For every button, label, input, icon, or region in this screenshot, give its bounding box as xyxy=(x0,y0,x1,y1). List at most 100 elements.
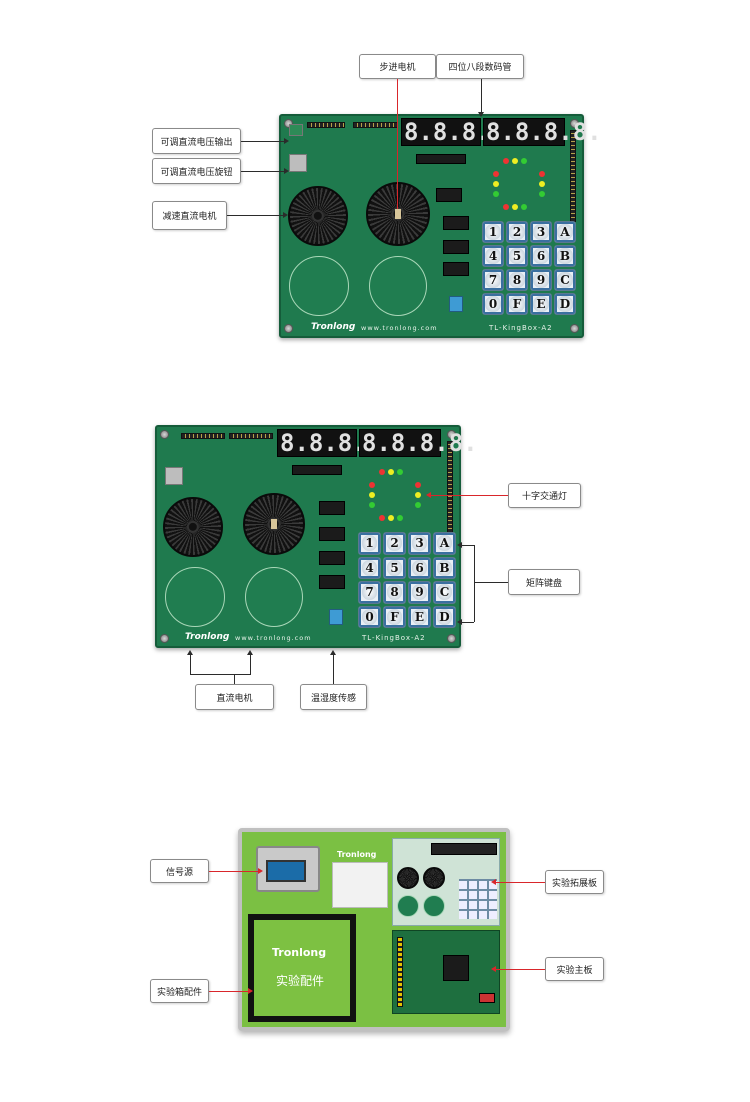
led-red xyxy=(503,158,509,164)
led-green xyxy=(539,191,545,197)
keypad-key: C xyxy=(433,581,456,604)
arrow-icon xyxy=(284,168,289,174)
label-extension-board: 实验拓展板 xyxy=(545,870,604,894)
pin-header xyxy=(307,122,345,128)
keypad-key: 3 xyxy=(530,221,552,243)
led-green xyxy=(493,191,499,197)
pointer-line xyxy=(474,582,508,583)
keypad-key-label: A xyxy=(557,224,573,240)
pointer-line xyxy=(430,495,508,496)
pin-header xyxy=(397,937,403,1007)
keypad-key-label: 7 xyxy=(361,584,378,601)
keypad-key-label: 3 xyxy=(411,535,428,552)
arrow-icon xyxy=(247,650,253,655)
keypad-key-label: 9 xyxy=(533,272,549,288)
ic-chip xyxy=(436,188,462,202)
pointer-line xyxy=(209,991,249,992)
keypad-key: 1 xyxy=(482,221,504,243)
keypad-key: B xyxy=(554,245,576,267)
led-green xyxy=(397,515,403,521)
led-red xyxy=(493,171,499,177)
keypad-key: 9 xyxy=(530,269,552,291)
led-red xyxy=(415,482,421,488)
keypad-key-label: 3 xyxy=(533,224,549,240)
pin-header xyxy=(353,122,398,128)
pointer-line xyxy=(234,674,235,684)
board-model: TL-KingBox-A2 xyxy=(489,324,553,332)
pointer-line xyxy=(397,79,398,209)
keypad-key: 1 xyxy=(358,532,381,555)
dc-motor-pad xyxy=(165,567,225,627)
arrow-icon xyxy=(187,650,193,655)
keypad-key-label: 0 xyxy=(485,296,501,312)
pointer-line xyxy=(474,545,475,622)
arrow-icon xyxy=(457,619,462,625)
keypad-key: 0 xyxy=(358,605,381,628)
keypad-key: 4 xyxy=(482,245,504,267)
pointer-line xyxy=(481,79,482,116)
ic-chip xyxy=(443,216,469,230)
pin-header xyxy=(181,433,225,439)
keypad-key: 0 xyxy=(482,293,504,315)
experiment-case: Tronlong Tronlong 实验配件 xyxy=(238,828,510,1031)
keypad-key: A xyxy=(433,532,456,555)
keypad-key-label: 4 xyxy=(361,559,378,576)
voltage-knob xyxy=(289,154,307,172)
led-green xyxy=(415,502,421,508)
label-stepper-motor: 步进电机 xyxy=(359,54,436,79)
pointer-line xyxy=(190,655,191,665)
screw-icon xyxy=(570,324,579,333)
board-model: TL-KingBox-A2 xyxy=(362,634,426,642)
led-yellow xyxy=(369,492,375,498)
voltage-output-terminal xyxy=(289,124,303,136)
ic-chip xyxy=(292,465,342,475)
screw-icon xyxy=(447,634,456,643)
led-green xyxy=(521,158,527,164)
ic-chip xyxy=(319,575,345,589)
label-adj-voltage-knob: 可调直流电压旋钮 xyxy=(152,158,241,184)
screw-icon xyxy=(284,324,293,333)
gear-motor-icon xyxy=(288,186,348,246)
led-red xyxy=(539,171,545,177)
arrow-icon xyxy=(491,879,496,885)
board-url: www.tronlong.com xyxy=(235,634,312,642)
keypad-key: 8 xyxy=(383,581,406,604)
label-seven-segment: 四位八段数码管 xyxy=(436,54,524,79)
dc-motor-pad xyxy=(369,256,427,316)
keypad-key: 7 xyxy=(358,581,381,604)
keypad-key-label: 2 xyxy=(509,224,525,240)
led-yellow xyxy=(539,181,545,187)
ic-chip xyxy=(319,551,345,565)
seven-segment-display-left: 8.8.8.8. xyxy=(277,429,396,457)
keypad-key: 2 xyxy=(506,221,528,243)
ic-chip xyxy=(443,240,469,254)
screw-icon xyxy=(284,119,293,128)
led-green xyxy=(369,502,375,508)
label-matrix-keypad: 矩阵键盘 xyxy=(508,569,580,595)
keypad-key-label: 6 xyxy=(533,248,549,264)
main-board xyxy=(392,930,500,1014)
arrow-icon xyxy=(478,112,484,117)
pointer-line xyxy=(227,215,284,216)
pointer-line xyxy=(250,665,251,674)
keypad-key: 8 xyxy=(506,269,528,291)
signal-generator xyxy=(256,846,320,892)
matrix-keypad xyxy=(459,879,497,919)
arrow-icon xyxy=(284,138,289,144)
seven-segment-display-left: 8.8.8.8. xyxy=(401,118,520,146)
pointer-line xyxy=(462,545,474,546)
board-brand: Tronlong xyxy=(311,322,356,332)
label-main-board: 实验主板 xyxy=(545,957,604,981)
seven-segment-display xyxy=(431,843,497,855)
arrow-icon xyxy=(457,542,462,548)
keypad-key: F xyxy=(383,605,406,628)
case-brand: Tronlong xyxy=(337,850,377,859)
screw-icon xyxy=(447,430,456,439)
keypad-key: 3 xyxy=(408,532,431,555)
accessories-box: Tronlong 实验配件 xyxy=(248,914,356,1022)
keypad-key-label: E xyxy=(533,296,549,312)
keypad-key: 7 xyxy=(482,269,504,291)
seven-segment-display-right: 8.8.8.8. xyxy=(483,118,602,146)
pointer-line xyxy=(495,882,545,883)
